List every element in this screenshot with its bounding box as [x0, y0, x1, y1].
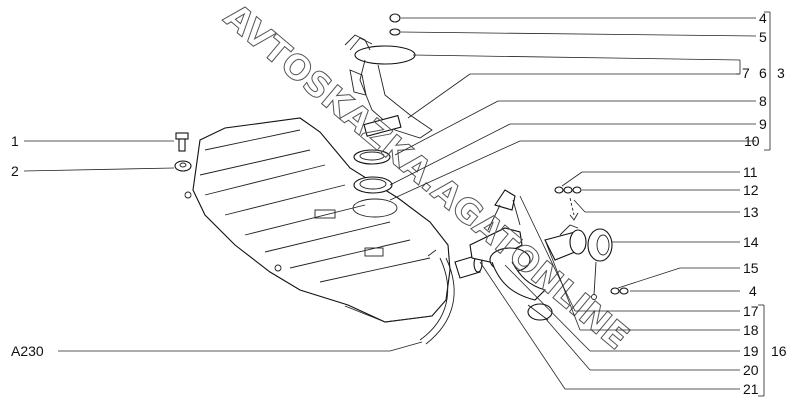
label-12: 12	[743, 182, 759, 198]
label-13: 13	[743, 204, 759, 220]
label-9: 9	[759, 116, 767, 132]
label-7: 7	[742, 65, 750, 81]
label-5: 5	[759, 29, 767, 45]
label-8: 8	[759, 93, 767, 109]
label-18: 18	[743, 322, 759, 338]
label-6: 6	[759, 65, 767, 81]
label-1: 1	[11, 133, 19, 149]
part-labels: 1 2 A230 4 5 7 6 3 8 9 10 11 12 13 14 15…	[11, 10, 787, 397]
label-14: 14	[743, 234, 759, 250]
label-3: 3	[777, 65, 785, 81]
label-20: 20	[743, 362, 759, 378]
bolt	[175, 132, 189, 152]
label-10: 10	[744, 133, 760, 149]
label-4-top: 4	[759, 10, 767, 26]
label-17: 17	[743, 303, 759, 319]
label-16: 16	[771, 343, 787, 359]
leader-lines	[23, 11, 771, 397]
label-15: 15	[743, 260, 759, 276]
label-2: 2	[11, 163, 19, 179]
label-19: 19	[743, 343, 759, 359]
washer	[174, 160, 192, 172]
seal-ring	[353, 149, 393, 194]
small-washers	[554, 186, 629, 295]
fuel-cap	[587, 228, 613, 300]
label-21: 21	[743, 381, 759, 397]
filler-neck	[544, 224, 587, 261]
filler-hose-assembly	[469, 189, 553, 321]
fuel-pump-module	[344, 34, 433, 139]
label-a230: A230	[11, 343, 44, 359]
label-4-bottom: 4	[749, 283, 757, 299]
fuel-tank	[184, 117, 483, 345]
label-11: 11	[743, 164, 758, 180]
pump-nut	[389, 13, 401, 36]
